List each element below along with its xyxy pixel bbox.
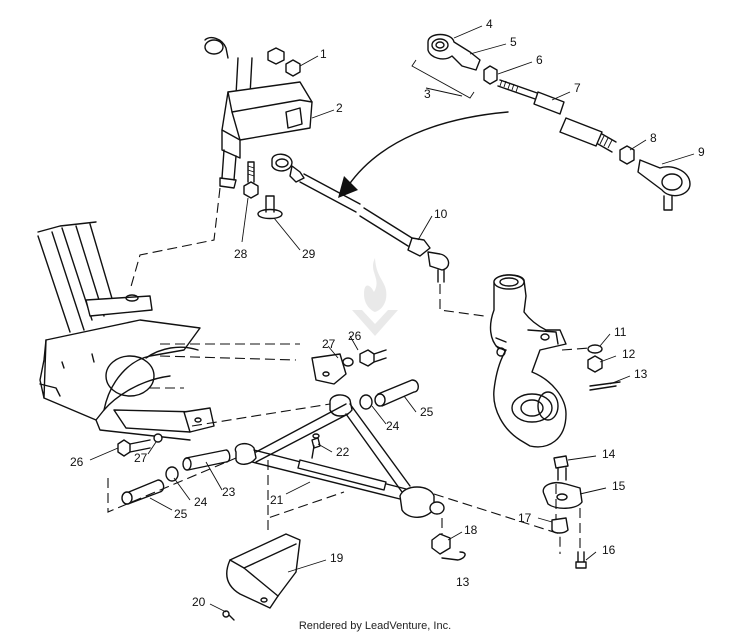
a-arm [234, 394, 445, 518]
callout-28: 28 [234, 247, 248, 261]
callout-27-upper: 27 [322, 337, 336, 351]
direction-arrow [338, 111, 509, 198]
tie-rod-assembled [271, 153, 485, 317]
tie-rod-exploded [411, 33, 691, 211]
callout-17: 17 [518, 511, 532, 525]
callout-18: 18 [464, 523, 478, 537]
callout-20: 20 [192, 595, 206, 609]
callout-24-right: 24 [386, 419, 400, 433]
knuckle-hardware-upper [587, 344, 621, 391]
bracket-hardware-left [117, 433, 163, 457]
callout-13-lower: 13 [456, 575, 470, 589]
bolt-29 [257, 195, 283, 220]
callout-7: 7 [574, 81, 581, 95]
callout-15: 15 [612, 479, 626, 493]
callout-5: 5 [510, 35, 517, 49]
callout-3: 3 [424, 87, 431, 101]
callout-1: 1 [320, 47, 327, 61]
grease-fitting-22 [311, 445, 315, 459]
callout-27-lower: 27 [134, 451, 148, 465]
callout-12: 12 [622, 347, 636, 361]
steering-knuckle [489, 274, 591, 448]
callout-29: 29 [302, 247, 316, 261]
callout-2: 2 [336, 101, 343, 115]
callout-26-upper: 26 [348, 329, 362, 343]
callout-25-left: 25 [174, 507, 188, 521]
callout-13-upper: 13 [634, 367, 648, 381]
callout-26-lower: 26 [70, 455, 84, 469]
leader-lines [89, 25, 695, 613]
castle-nut-18 [431, 533, 466, 561]
steering-post-assembly [129, 36, 313, 291]
callout-labels: 1 2 3 4 5 6 7 8 9 10 11 12 13 14 15 16 1… [70, 17, 705, 609]
ball-joint-plate [542, 455, 587, 569]
bushings-left [121, 449, 231, 505]
callout-25-right: 25 [420, 405, 434, 419]
callout-6: 6 [536, 53, 543, 67]
callout-10: 10 [434, 207, 448, 221]
bushings-right [359, 379, 419, 410]
callout-19: 19 [330, 551, 344, 565]
callout-16: 16 [602, 543, 616, 557]
footer-credit: Rendered by LeadVenture, Inc. [298, 620, 452, 632]
callout-14: 14 [602, 447, 616, 461]
bracket-27-upper [311, 349, 387, 385]
flame-watermark-icon [352, 258, 398, 336]
callout-24-left: 24 [194, 495, 208, 509]
callout-8: 8 [650, 131, 657, 145]
callout-11: 11 [614, 325, 627, 339]
callout-23: 23 [222, 485, 236, 499]
callout-22: 22 [336, 445, 350, 459]
bolt-28 [243, 161, 259, 199]
callout-21: 21 [270, 493, 284, 507]
callout-9: 9 [698, 145, 705, 159]
callout-4: 4 [486, 17, 493, 31]
skid-plate-19 [222, 520, 301, 621]
frame-section [37, 221, 300, 441]
